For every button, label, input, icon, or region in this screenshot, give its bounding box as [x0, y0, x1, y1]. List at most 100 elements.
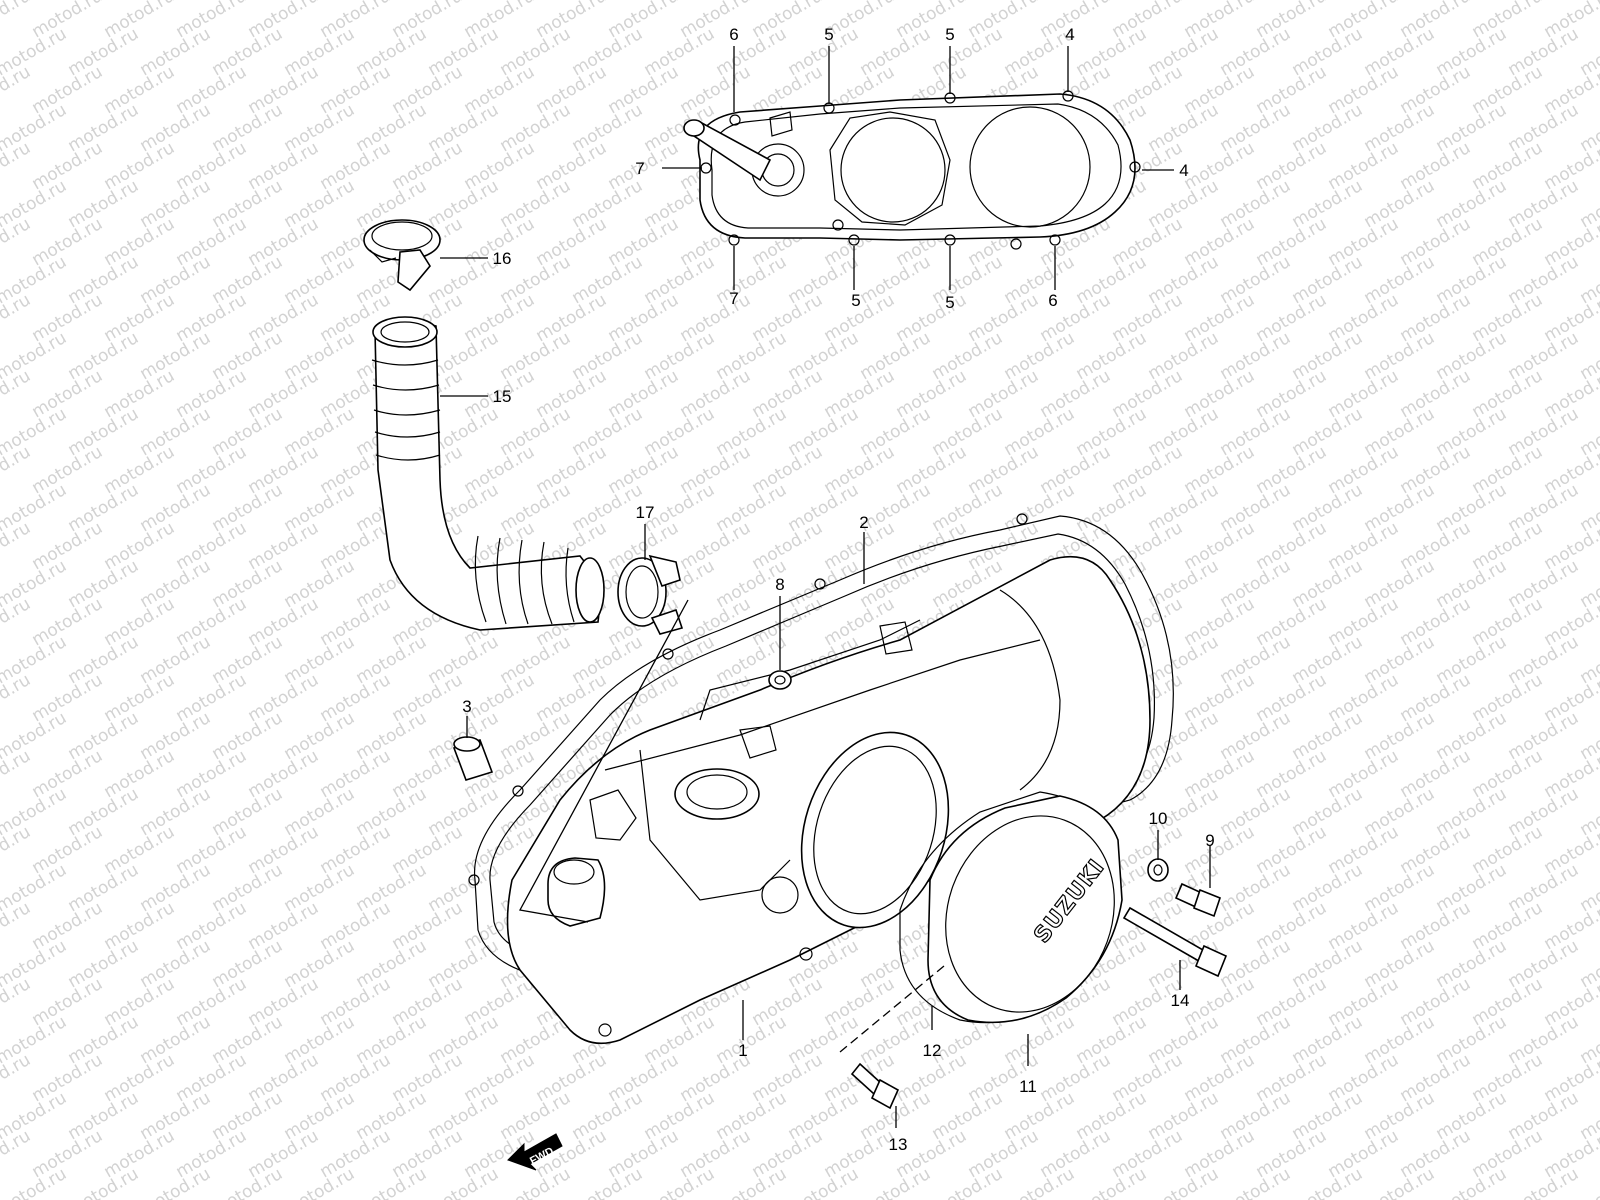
watermark-text: motod.ru [569, 328, 647, 384]
watermark-text: motod.ru [1289, 784, 1367, 840]
watermark-text: motod.ru [1433, 252, 1511, 308]
watermark-text: motod.ru [929, 1088, 1007, 1144]
watermark-text: motod.ru [209, 708, 287, 764]
watermark-text: motod.ru [497, 176, 575, 232]
callout-4: 4 [1179, 161, 1188, 180]
watermark-text: motod.ru [713, 252, 791, 308]
watermark-text: motod.ru [317, 1126, 395, 1182]
watermark-text: motod.ru [1253, 62, 1331, 118]
watermark-text: motod.ru [1361, 100, 1439, 156]
watermark-text: motod.ru [137, 936, 215, 992]
watermark-text: motod.ru [1145, 1012, 1223, 1068]
watermark-text: motod.ru [425, 936, 503, 992]
watermark-text: motod.ru [1217, 100, 1295, 156]
watermark-text: motod.ru [173, 974, 251, 1030]
watermark-text: motod.ru [317, 138, 395, 194]
watermark-text: motod.ru [245, 1050, 323, 1106]
watermark-text: motod.ru [1217, 632, 1295, 688]
watermark-text: motod.ru [425, 784, 503, 840]
dowel-pin-3[interactable] [452, 736, 494, 781]
watermark-text: motod.ru [1073, 252, 1151, 308]
watermark-text: motod.ru [1505, 100, 1583, 156]
watermark-text: motod.ru [1073, 24, 1151, 80]
watermark-text: motod.ru [677, 290, 755, 346]
watermark-text: motod.ru [1289, 252, 1367, 308]
watermark-text: motod.ru [1397, 290, 1475, 346]
watermark-text: motod.ru [1397, 518, 1475, 574]
leader-lines [440, 46, 1211, 1128]
hose-clamp-17[interactable] [617, 554, 684, 635]
callout-7: 7 [729, 289, 738, 308]
watermark-text: motod.ru [1289, 328, 1367, 384]
watermark-text: motod.ru [281, 708, 359, 764]
washer-10[interactable] [1147, 858, 1169, 882]
watermark-text: motod.ru [101, 822, 179, 878]
watermark-text: motod.ru [1217, 936, 1295, 992]
watermark-text: motod.ru [1145, 632, 1223, 688]
callout-5: 5 [945, 25, 954, 44]
watermark-text: motod.ru [677, 594, 755, 650]
callout-8: 8 [775, 575, 784, 594]
watermark-text: motod.ru [1289, 708, 1367, 764]
watermark-text: motod.ru [65, 252, 143, 308]
watermark-text: motod.ru [1109, 290, 1187, 346]
watermark-text: motod.ru [245, 898, 323, 954]
watermark-text: motod.ru [173, 62, 251, 118]
watermark-text: motod.ru [1433, 1088, 1511, 1144]
clutch-cover-11[interactable]: SUZUKI [919, 792, 1142, 1036]
hose-clamp-16[interactable] [363, 219, 441, 292]
watermark-text: motod.ru [209, 100, 287, 156]
watermark-text: motod.ru [29, 670, 107, 726]
watermark-text: motod.ru [245, 822, 323, 878]
watermark-text: motod.ru [29, 594, 107, 650]
watermark-text: motod.ru [569, 100, 647, 156]
watermark-text: motod.ru [209, 860, 287, 916]
watermark-text: motod.ru [1145, 404, 1223, 460]
watermark-text: motod.ru [1433, 1012, 1511, 1068]
watermark-text: motod.ru [1361, 632, 1439, 688]
watermark-text: motod.ru [1289, 1012, 1367, 1068]
callout-10: 10 [1149, 809, 1168, 828]
watermark-text: motod.ru [1253, 974, 1331, 1030]
watermark-text: motod.ru [1469, 518, 1547, 574]
watermark-text: motod.ru [1361, 328, 1439, 384]
watermark-text: motod.ru [137, 404, 215, 460]
watermark-text: motod.ru [281, 252, 359, 308]
watermark-text: motod.ru [1469, 746, 1547, 802]
watermark-text: motod.ru [1505, 708, 1583, 764]
watermark-text: motod.ru [209, 1012, 287, 1068]
washer-8[interactable] [768, 670, 792, 690]
watermark-text: motod.ru [1397, 366, 1475, 422]
watermark-text: motod.ru [101, 746, 179, 802]
watermark-text: motod.ru [1469, 62, 1547, 118]
watermark-text: motod.ru [101, 1126, 179, 1182]
watermark-text: motod.ru [209, 480, 287, 536]
watermark-text: motod.ru [137, 100, 215, 156]
watermark-text: motod.ru [1361, 404, 1439, 460]
crankcase-cover-1[interactable] [506, 556, 1151, 1045]
long-bolt-14[interactable] [1122, 906, 1228, 978]
watermark-text: motod.ru [1505, 632, 1583, 688]
watermark-text: motod.ru [209, 328, 287, 384]
air-intake-duct-15[interactable] [371, 316, 605, 631]
watermark-text: motod.ru [1289, 556, 1367, 612]
watermark-text: motod.ru [1145, 24, 1223, 80]
watermark-text: motod.ru [605, 1126, 683, 1182]
bolt-9[interactable] [1174, 882, 1221, 918]
watermark-text: motod.ru [893, 442, 971, 498]
watermark-text: motod.ru [209, 1088, 287, 1144]
watermark-text: motod.ru [1109, 62, 1187, 118]
watermark-text: motod.ru [1469, 670, 1547, 726]
callout-16: 16 [493, 249, 512, 268]
watermark-text: motod.ru [1505, 936, 1583, 992]
crankcase-cover-gasket-top[interactable] [683, 90, 1141, 250]
watermark-text: motod.ru [1253, 214, 1331, 270]
watermark-text: motod.ru [821, 974, 899, 1030]
watermark-text: motod.ru [1397, 822, 1475, 878]
bolt-13[interactable] [850, 1062, 900, 1110]
watermark-text: motod.ru [245, 366, 323, 422]
watermark-text: motod.ru [1325, 594, 1403, 650]
watermark-text: motod.ru [173, 290, 251, 346]
watermark-text: motod.ru [281, 1088, 359, 1144]
watermark-text: motod.ru [245, 442, 323, 498]
